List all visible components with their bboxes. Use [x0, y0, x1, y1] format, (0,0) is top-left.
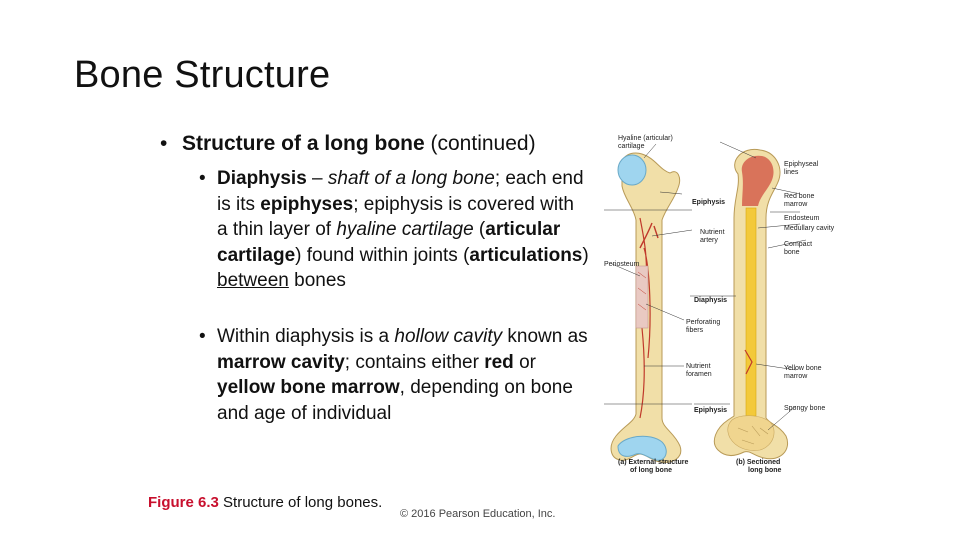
- text-run: Within diaphysis is a: [217, 326, 395, 347]
- italic-run: shaft of a long bone: [327, 168, 495, 189]
- text-run: ) found within joints (: [295, 244, 470, 266]
- text-run: ; each end is its: [217, 168, 584, 215]
- italic-run: hollow cavity: [394, 326, 503, 347]
- bullet-dot: •: [199, 326, 206, 347]
- label-yellow-marrow-1: Yellow bone: [784, 365, 822, 372]
- figure-caption: Figure 6.3 Structure of long bones.: [148, 494, 382, 511]
- caption-b-1: (b) Sectioned: [736, 459, 780, 466]
- italic-run: hyaline cartilage: [336, 219, 474, 240]
- figure-caption-text: Structure of long bones.: [218, 494, 383, 511]
- bullet-rest: (continued): [424, 132, 536, 155]
- label-perforating-2: fibers: [686, 327, 704, 334]
- caption-a-2: of long bone: [630, 467, 672, 474]
- term-articulations: articulations: [469, 244, 583, 266]
- label-medullary: Medullary cavity: [784, 225, 835, 232]
- label-epiphysis-bottom: Epiphysis: [694, 407, 727, 414]
- label-nutrient-foramen-1: Nutrient: [686, 363, 711, 370]
- bullet-bold: Structure of a long bone: [182, 132, 425, 155]
- term-articular-cartilage: articular cartilage: [217, 219, 561, 266]
- copyright: © 2016 Pearson Education, Inc.: [400, 508, 556, 520]
- caption-a-1: (a) External structure: [618, 459, 689, 466]
- text-run: ): [582, 244, 589, 266]
- term-red: red: [484, 351, 514, 373]
- sectioned-bone-illustration: [713, 148, 788, 460]
- text-run: , depending on bone and age of individua…: [217, 377, 573, 424]
- text-run: ; contains either: [344, 351, 485, 373]
- figure-number: Figure 6.3: [148, 494, 219, 511]
- text-run: bones: [288, 270, 346, 291]
- leader-lines: [604, 141, 807, 431]
- label-epiphysis-top: Epiphysis: [692, 199, 725, 206]
- label-red-marrow-1: Red bone: [784, 193, 814, 200]
- label-epiphyseal-1: Epiphyseal: [784, 161, 819, 168]
- term-epiphyses: epiphyses: [260, 193, 354, 215]
- text-run: known as: [502, 326, 588, 347]
- text-run: (: [473, 219, 486, 240]
- label-yellow-marrow-2: marrow: [784, 373, 808, 380]
- label-epiphyseal-2: lines: [784, 169, 799, 176]
- label-red-marrow-2: marrow: [784, 201, 808, 208]
- long-bone-figure: Hyaline (articular) cartilage Epiphyseal…: [604, 135, 835, 474]
- bullet-level2-diaphysis: • Diaphysis – shaft of a long bone; each…: [199, 166, 589, 294]
- label-perforating-1: Perforating: [686, 319, 720, 326]
- term-yellow-bone-marrow: yellow bone marrow: [217, 377, 400, 398]
- bullet-text: Diaphysis – shaft of a long bone; each e…: [217, 166, 589, 294]
- bullet-text: Structure of a long bone (continued): [182, 130, 536, 158]
- text-run: or: [513, 351, 536, 373]
- underline-run: between: [217, 270, 289, 291]
- label-endosteum: Endosteum: [784, 215, 820, 222]
- text-run: –: [306, 168, 328, 189]
- bullet-dot: •: [199, 168, 206, 189]
- label-periosteum: Periosteum: [604, 261, 640, 268]
- bullet-level2-marrow: • Within diaphysis is a hollow cavity kn…: [199, 324, 589, 426]
- label-spongy: Spongy bone: [784, 405, 825, 412]
- bullet-text: Within diaphysis is a hollow cavity know…: [217, 324, 589, 426]
- label-compact-2: bone: [784, 249, 800, 256]
- label-compact-1: Compact: [784, 241, 812, 248]
- external-bone-illustration: [610, 152, 682, 463]
- text-run: ; epiphysis is covered with a thin layer…: [217, 193, 574, 241]
- label-hyaline-1: Hyaline (articular): [618, 135, 673, 142]
- label-diaphysis: Diaphysis: [694, 297, 727, 304]
- term-diaphysis: Diaphysis: [217, 168, 307, 189]
- bullet-dot: •: [160, 132, 168, 155]
- label-nutrient-foramen-2: foramen: [686, 371, 712, 378]
- label-nutrient-artery-2: artery: [700, 237, 718, 244]
- caption-b-2: long bone: [748, 467, 782, 474]
- term-marrow-cavity: marrow cavity: [217, 351, 345, 373]
- slide-title: Bone Structure: [74, 54, 331, 96]
- label-nutrient-artery-1: Nutrient: [700, 229, 725, 236]
- label-hyaline-2: cartilage: [618, 143, 645, 150]
